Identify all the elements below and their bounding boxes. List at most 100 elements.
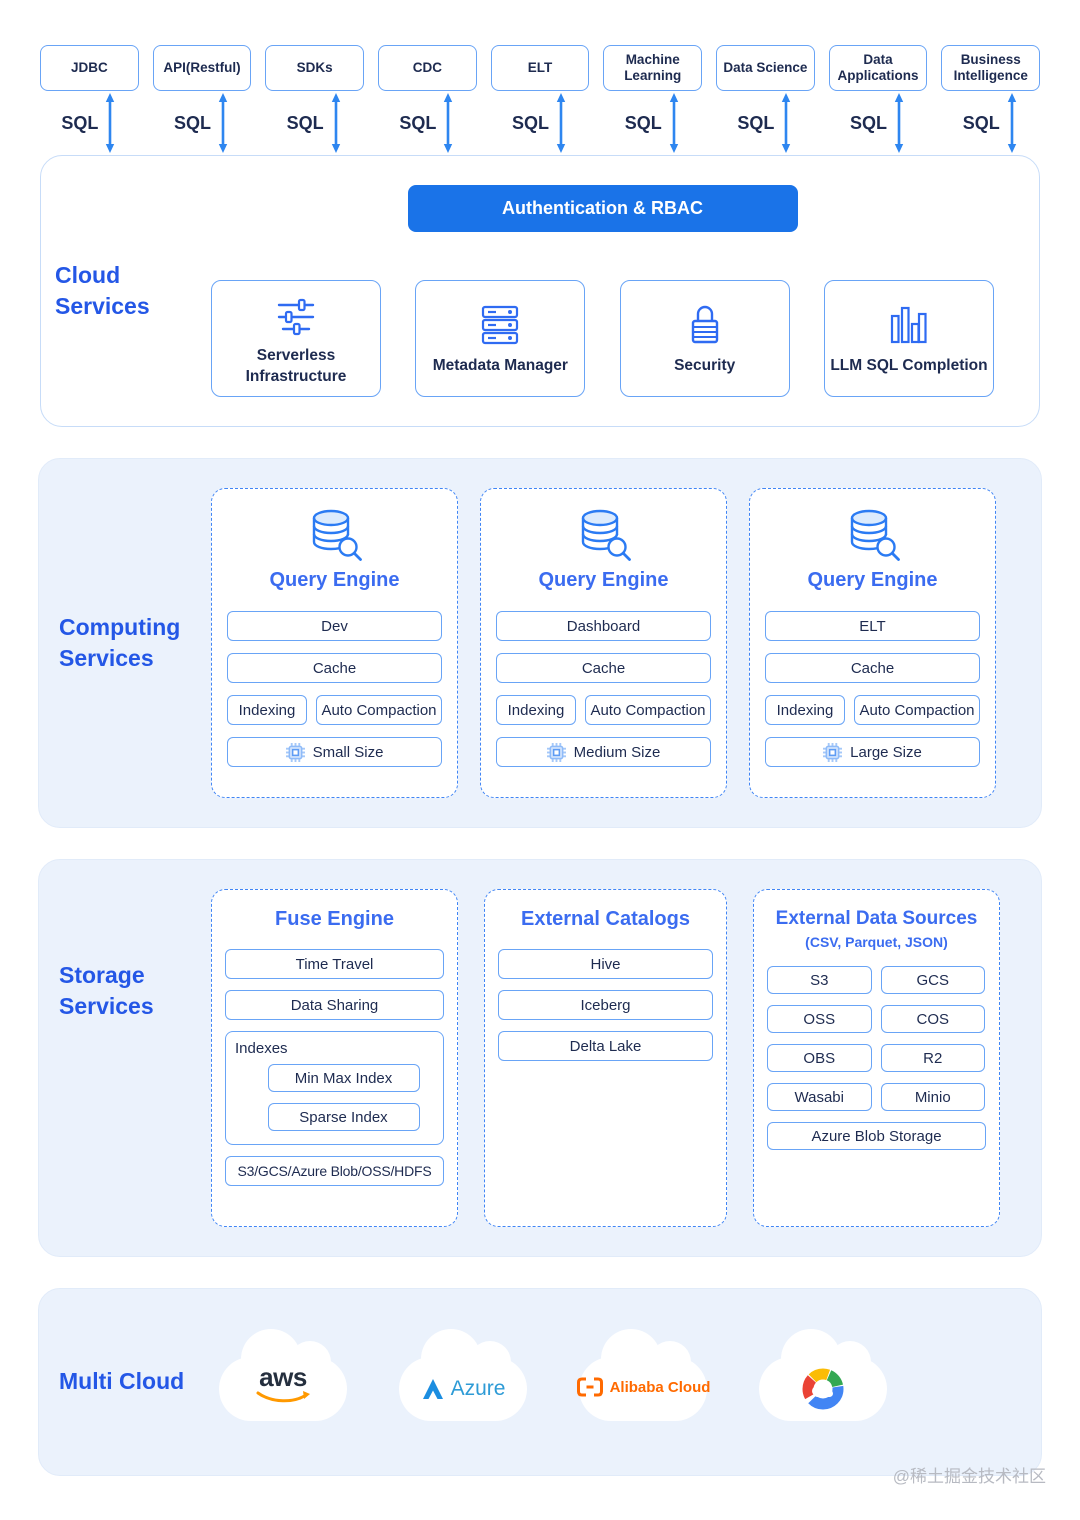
card-label: Serverless Infrastructure xyxy=(245,347,347,385)
client-col: JDBC SQL xyxy=(40,45,139,155)
card-label: Metadata Manager xyxy=(432,357,568,375)
client-box-sdks: SDKs xyxy=(265,45,365,91)
client-col: CDC SQL xyxy=(378,45,477,155)
gcs-box: GCS xyxy=(880,966,985,994)
client-col: Business Intelligence SQL xyxy=(941,45,1041,155)
chip-icon xyxy=(546,742,566,762)
sql-label: SQL xyxy=(512,112,550,133)
database-search-icon xyxy=(850,509,900,561)
query-engine-card: Query Engine ELT Cache Indexing Auto Com… xyxy=(749,488,996,798)
authentication-rbac-banner: Authentication & RBAC xyxy=(407,185,798,232)
hive-box: Hive xyxy=(498,949,713,979)
s3-box: S3 xyxy=(767,966,872,994)
cache-box: Cache xyxy=(227,653,442,683)
client-col: Machine Learning SQL xyxy=(603,45,703,155)
auto-compaction-box: Auto Compaction xyxy=(316,695,442,725)
indexing-box: Indexing xyxy=(765,695,845,725)
indexing-box: Indexing xyxy=(496,695,576,725)
chip-icon xyxy=(823,742,843,762)
computing-services-panel: Computing Services Query Engine Dev Cach… xyxy=(38,458,1042,828)
alibaba-text: Alibaba Cloud xyxy=(609,1378,711,1396)
sql-label: SQL xyxy=(737,112,775,133)
sql-connector: SQL xyxy=(850,91,906,155)
client-col: Data Science SQL xyxy=(716,45,815,155)
sql-connector: SQL xyxy=(512,91,568,155)
auto-compaction-box: Auto Compaction xyxy=(854,695,980,725)
sql-connector: SQL xyxy=(737,91,793,155)
cache-box: Cache xyxy=(765,653,980,683)
computing-services-title: Computing Services xyxy=(59,613,181,671)
sql-label: SQL xyxy=(61,112,99,133)
sql-label: SQL xyxy=(286,112,324,133)
double-arrow-icon xyxy=(106,93,115,153)
watermark: @稀土掘金技术社区 xyxy=(892,1467,1046,1486)
double-arrow-icon xyxy=(218,93,228,153)
client-col: Data Applications SQL xyxy=(828,45,928,155)
bar-chart-icon xyxy=(889,300,929,346)
size-label: Large Size xyxy=(850,743,922,761)
chip-icon xyxy=(285,742,305,762)
obs-box: OBS xyxy=(767,1044,872,1072)
external-data-sources-card: External Data Sources (CSV, Parquet, JSO… xyxy=(753,889,1000,1227)
cos-box: COS xyxy=(880,1005,985,1033)
size-box: Small Size xyxy=(227,737,442,767)
client-box-elt: ELT xyxy=(490,45,590,91)
client-col: API(Restful) SQL xyxy=(152,45,252,155)
llm-sql-completion-card: LLM SQL Completion xyxy=(823,280,994,397)
client-box-business-intelligence: Business Intelligence xyxy=(941,45,1041,91)
client-box-data-applications: Data Applications xyxy=(828,45,928,91)
external-catalogs-title: External Catalogs xyxy=(521,908,690,930)
query-engine-card: Query Engine Dev Cache Indexing Auto Com… xyxy=(211,488,458,798)
client-col: ELT SQL xyxy=(490,45,590,155)
fuse-engine-card: Fuse Engine Time Travel Data Sharing Ind… xyxy=(211,889,458,1227)
security-card: Security xyxy=(619,280,790,397)
database-search-icon xyxy=(581,509,631,561)
client-box-api: API(Restful) xyxy=(152,45,252,91)
double-arrow-icon xyxy=(894,93,904,153)
serverless-infrastructure-card: Serverless Infrastructure xyxy=(211,280,381,397)
auto-compaction-box: Auto Compaction xyxy=(585,695,711,725)
workload-box: Dashboard xyxy=(496,611,711,641)
cloud-services-title: Cloud Services xyxy=(55,261,150,319)
size-label: Small Size xyxy=(312,743,384,761)
azure-text: Azure xyxy=(450,1377,506,1400)
query-engine-title: Query Engine xyxy=(807,569,938,591)
time-travel-box: Time Travel xyxy=(225,949,444,979)
storage-targets-box: S3/GCS/Azure Blob/OSS/HDFS xyxy=(225,1156,444,1186)
alibaba-cloud: Alibaba Cloud xyxy=(576,1329,710,1421)
indexes-label: Indexes xyxy=(235,1040,288,1057)
data-sharing-box: Data Sharing xyxy=(225,990,444,1020)
indexes-group: Indexes Min Max Index Sparse Index xyxy=(225,1031,444,1145)
double-arrow-icon xyxy=(782,93,791,153)
sql-connector: SQL xyxy=(625,91,681,155)
double-arrow-icon xyxy=(331,93,340,153)
azure-logo-icon: Azure xyxy=(421,1377,506,1401)
client-box-jdbc: JDBC xyxy=(40,45,139,91)
storage-services-title: Storage Services xyxy=(59,962,154,1020)
delta-lake-box: Delta Lake xyxy=(498,1031,713,1061)
query-engine-title: Query Engine xyxy=(538,569,669,591)
client-col: SDKs SQL xyxy=(265,45,365,155)
client-box-data-science: Data Science xyxy=(716,45,815,91)
double-arrow-icon xyxy=(556,93,566,153)
iceberg-box: Iceberg xyxy=(498,990,713,1020)
alibaba-logo-icon: Alibaba Cloud xyxy=(576,1377,711,1397)
clients-row: JDBC SQL API(Restful) SQL SDKs SQL CDC S… xyxy=(40,45,1041,155)
sql-connector: SQL xyxy=(174,91,230,155)
size-box: Medium Size xyxy=(496,737,711,767)
external-data-sources-title: External Data Sources xyxy=(775,908,978,929)
google-cloud xyxy=(759,1329,887,1421)
aws-text: aws xyxy=(259,1362,307,1392)
multi-cloud-panel: Multi Cloud aws Azure Alibaba Cloud xyxy=(38,1288,1042,1476)
fuse-engine-title: Fuse Engine xyxy=(275,908,394,930)
azure-blob-storage-box: Azure Blob Storage xyxy=(767,1122,986,1150)
sparse-index-box: Sparse Index xyxy=(267,1103,420,1131)
sql-label: SQL xyxy=(962,112,1000,133)
size-box: Large Size xyxy=(765,737,980,767)
cloud-services-panel: Cloud Services Authentication & RBAC Ser… xyxy=(40,155,1040,427)
multi-cloud-title: Multi Cloud xyxy=(59,1368,185,1395)
sliders-icon xyxy=(274,290,318,336)
query-engine-card: Query Engine Dashboard Cache Indexing Au… xyxy=(480,488,727,798)
card-label: Security xyxy=(674,357,736,375)
